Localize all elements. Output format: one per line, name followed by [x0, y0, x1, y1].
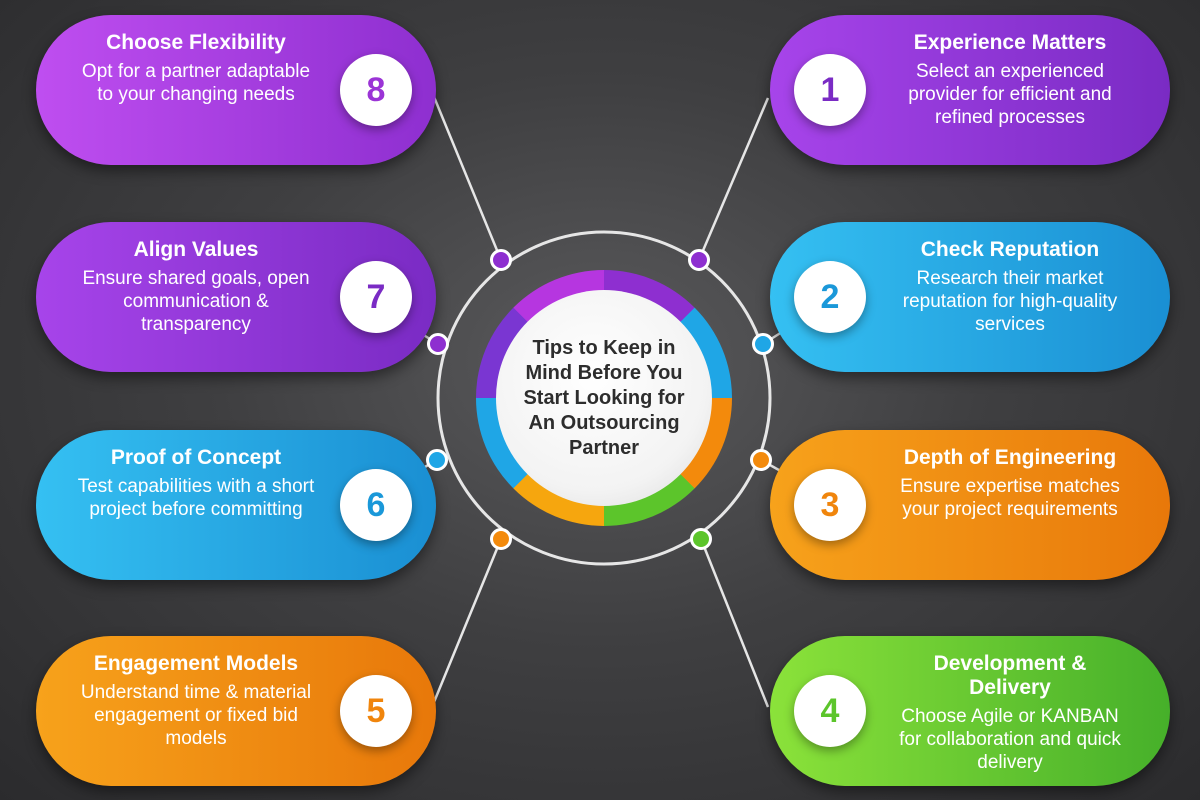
- tip-8-description: Opt for a partner adaptable to your chan…: [81, 61, 311, 105]
- tip-7-pill: 7 Align Values Ensure shared goals, open…: [36, 222, 436, 372]
- tip-3-number-badge: 3: [794, 469, 866, 541]
- connector-line-5: [430, 538, 503, 708]
- tip-4-pill: 4 Development & Delivery Choose Agile or…: [770, 636, 1170, 786]
- tip-2-pill: 2 Check Reputation Research their market…: [770, 222, 1170, 372]
- connector-dot-5: [490, 528, 512, 550]
- tip-2-title: Check Reputation: [920, 238, 1100, 261]
- tip-1-title: Experience Matters: [913, 31, 1107, 54]
- tip-4-number-badge: 4: [794, 675, 866, 747]
- tip-1-pill: 1 Experience Matters Select an experienc…: [770, 15, 1170, 165]
- connector-dot-3: [750, 449, 772, 471]
- center-hub: Tips to Keep in Mind Before You Start Lo…: [476, 270, 732, 526]
- tip-5-description: Understand time & material engagement or…: [80, 682, 312, 749]
- tip-5-pill: 5 Engagement Models Understand time & ma…: [36, 636, 436, 786]
- tip-8-pill: 8 Choose Flexibility Opt for a partner a…: [36, 15, 436, 165]
- tip-4-title: Development & Delivery: [933, 652, 1087, 699]
- tip-2-description: Research their market reputation for hig…: [902, 268, 1118, 335]
- tip-4-description: Choose Agile or KANBAN for collaboration…: [899, 706, 1121, 773]
- tip-8-number-badge: 8: [340, 54, 412, 126]
- tip-6-pill: 6 Proof of Concept Test capabilities wit…: [36, 430, 436, 580]
- connector-dot-1: [688, 249, 710, 271]
- tip-2-number-badge: 2: [794, 261, 866, 333]
- tip-1-description: Select an experienced provider for effic…: [908, 61, 1112, 128]
- tip-7-title: Align Values: [133, 238, 259, 261]
- tip-3-pill: 3 Depth of Engineering Ensure expertise …: [770, 430, 1170, 580]
- connector-dot-7: [427, 333, 449, 355]
- tip-1-number-badge: 1: [794, 54, 866, 126]
- center-title: Tips to Keep in Mind Before You Start Lo…: [523, 336, 685, 459]
- connector-line-4: [699, 538, 770, 708]
- tip-5-title: Engagement Models: [93, 652, 299, 675]
- connector-dot-6: [426, 449, 448, 471]
- tip-6-number-badge: 6: [340, 469, 412, 541]
- tip-3-description: Ensure expertise matches your project re…: [900, 476, 1120, 520]
- tip-5-number-badge: 5: [340, 675, 412, 747]
- connector-dot-2: [752, 333, 774, 355]
- connector-line-8: [430, 91, 503, 261]
- connector-dot-8: [490, 249, 512, 271]
- tip-7-description: Ensure shared goals, open communication …: [82, 268, 310, 335]
- tip-6-description: Test capabilities with a short project b…: [77, 476, 315, 520]
- tip-8-title: Choose Flexibility: [106, 31, 286, 54]
- tip-7-number-badge: 7: [340, 261, 412, 333]
- connector-dot-4: [690, 528, 712, 550]
- tip-3-title: Depth of Engineering: [903, 446, 1117, 469]
- center-hub-inner: Tips to Keep in Mind Before You Start Lo…: [496, 290, 712, 506]
- tip-6-title: Proof of Concept: [110, 446, 282, 469]
- connector-line-1: [697, 97, 770, 261]
- outer-ring: [436, 230, 772, 566]
